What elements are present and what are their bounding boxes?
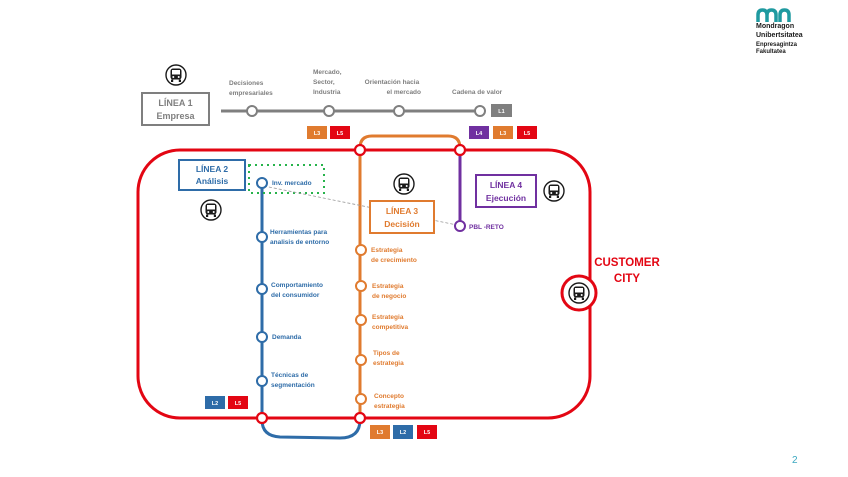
- badge-cadena-l5: L5: [517, 126, 537, 139]
- mondragon-logo: Mondragon Unibertsitatea Enpresagintza F…: [756, 8, 846, 56]
- linea3-station-3-label: Estrategia competitiva: [372, 314, 409, 331]
- badge-l1: L1: [491, 104, 512, 117]
- linea1-title: LÍNEA 1: [158, 98, 192, 108]
- linea1-station-4-label: Cadena de valor: [452, 89, 503, 96]
- linea3-station-2-label: Estrategia de negocio: [372, 283, 406, 300]
- badge-cadena-l3: L3: [493, 126, 513, 139]
- linea3-track: [358, 134, 462, 418]
- mondragon-logo-mark-icon: [756, 8, 791, 22]
- badge-mercado-l5: L5: [330, 126, 350, 139]
- linea3-station-1[interactable]: [355, 244, 367, 256]
- svg-text:L2: L2: [212, 401, 218, 407]
- logo-faculty-line2: Fakultatea: [756, 49, 786, 55]
- linea1-station-2-label: Mercado, Sector, Industria: [313, 69, 343, 96]
- linea1-station-4[interactable]: [474, 105, 486, 117]
- linea2-title: LÍNEA 2: [196, 164, 229, 174]
- badge-linea3-l5: L5: [417, 425, 437, 439]
- linea2-station-5-label: Técnicas de segmentación: [271, 372, 315, 389]
- linea2-station-3[interactable]: [256, 283, 268, 295]
- linea1-station-3[interactable]: [393, 105, 405, 117]
- linea2-track: [260, 182, 362, 440]
- linea3-station-5[interactable]: [355, 393, 367, 405]
- logo-faculty-line1: Enpresagintza: [756, 42, 798, 48]
- linea2-title-box: [178, 159, 246, 191]
- linea3-name: Decisión: [384, 219, 419, 229]
- linea3-station-4-label: Tipos de estrategia: [373, 350, 404, 367]
- linea3-station-1-label: Estrategia de crecimiento: [371, 247, 417, 264]
- badge-linea3-l2: L2: [393, 425, 413, 439]
- svg-text:L5: L5: [524, 131, 530, 137]
- linea4-name: Ejecución: [486, 193, 526, 203]
- linea1-station-2[interactable]: [323, 105, 335, 117]
- linea3-title: LÍNEA 3: [386, 206, 419, 216]
- linea3-title-box: [369, 200, 435, 234]
- customer-city-label-2: CITY: [614, 273, 641, 285]
- linea2-station-4[interactable]: [256, 331, 268, 343]
- interchange-l3-l2-l5[interactable]: [353, 411, 367, 425]
- interchange-l1-l3-l5[interactable]: [353, 143, 367, 157]
- svg-text:L5: L5: [337, 131, 343, 137]
- linea3-station-3[interactable]: [355, 314, 367, 326]
- linea3-station-2[interactable]: [355, 280, 367, 292]
- badge-linea2-l5: L5: [228, 396, 248, 409]
- linea2-station-2[interactable]: [256, 231, 268, 243]
- svg-text:L1: L1: [498, 109, 504, 115]
- linea2-station-1-label: Inv. mercado: [272, 180, 312, 187]
- bus-icon-linea4: [543, 180, 565, 202]
- svg-text:L3: L3: [500, 131, 506, 137]
- linea3-station-5-label: Concepto estrategia: [374, 393, 406, 410]
- linea4-station-1-label: PBL -RETO: [469, 224, 504, 231]
- linea2-station-2-label: Herramientas para analisis de entorno: [270, 229, 329, 246]
- svg-text:L3: L3: [377, 430, 383, 436]
- inv-mercado-highlight: [248, 164, 325, 194]
- bus-icon-linea1: [165, 64, 187, 86]
- linea1-station-3-label: Orientación hacia el mercado: [365, 79, 421, 96]
- linea3-station-4[interactable]: [355, 354, 367, 366]
- page-number: 2: [792, 455, 798, 466]
- inv-mercado-to-pbl-connector: [263, 185, 458, 226]
- badge-mercado-l3: L3: [307, 126, 327, 139]
- badge-cadena-l4: L4: [469, 126, 489, 139]
- svg-text:L5: L5: [235, 401, 241, 407]
- bus-icon-customer-city: [568, 282, 590, 304]
- bus-icon-linea2: [200, 199, 222, 221]
- logo-name-line1: Mondragon: [756, 23, 795, 30]
- linea1-title-box: [141, 92, 210, 126]
- logo-name-line2: Unibertsitatea: [756, 32, 803, 39]
- interchange-l1-l4-l5[interactable]: [453, 143, 467, 157]
- linea2-station-4-label: Demanda: [272, 334, 302, 341]
- svg-text:L2: L2: [400, 430, 406, 436]
- svg-text:L4: L4: [476, 131, 483, 137]
- linea1-name: Empresa: [156, 111, 195, 121]
- badge-linea2-l2: L2: [205, 396, 225, 409]
- linea2-station-1[interactable]: [256, 177, 268, 189]
- linea2-station-5[interactable]: [256, 375, 268, 387]
- svg-text:L5: L5: [424, 430, 430, 436]
- linea1-station-1[interactable]: [246, 105, 258, 117]
- linea4-title-box: [475, 174, 537, 208]
- linea4-station-1[interactable]: [454, 220, 466, 232]
- linea4-title: LÍNEA 4: [490, 180, 523, 190]
- customer-city-label-1: CUSTOMER: [594, 257, 660, 269]
- linea2-name: Análisis: [196, 176, 229, 186]
- badge-linea3-l3: L3: [370, 425, 390, 439]
- linea2-station-3-label: Comportamiento del consumidor: [271, 282, 325, 299]
- linea1-station-1-label: Decisiones empresariales: [229, 80, 273, 97]
- svg-text:L3: L3: [314, 131, 320, 137]
- interchange-l2-l5[interactable]: [255, 411, 269, 425]
- bus-icon-linea3: [393, 173, 415, 195]
